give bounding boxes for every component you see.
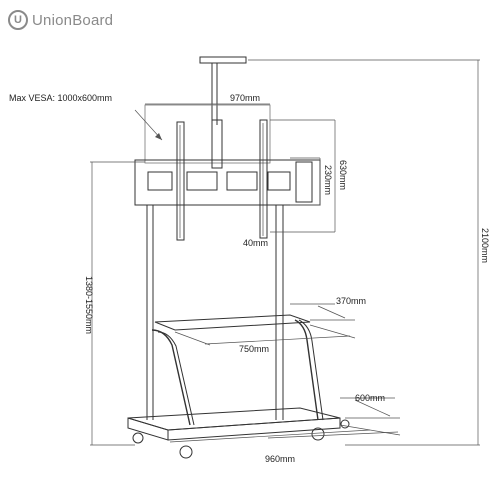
brand-name: UnionBoard bbox=[32, 11, 114, 29]
camera-shelf bbox=[199, 56, 247, 64]
vesa-label: Max VESA: 1000x600mm bbox=[9, 93, 112, 103]
bracket-rail-label: 230mm bbox=[323, 165, 333, 195]
caster-wheel-icon bbox=[132, 419, 350, 459]
shelf-width-label: 750mm bbox=[239, 344, 269, 354]
vesa-arm-left bbox=[176, 121, 185, 241]
mount-height-label: 1380-1550mm bbox=[84, 276, 94, 334]
brand-logo: U UnionBoard bbox=[8, 10, 113, 30]
bracket-height-label: 630mm bbox=[338, 160, 348, 190]
bracket-depth-label: 40mm bbox=[243, 238, 268, 248]
base-width-label: 960mm bbox=[265, 454, 295, 464]
shelf-depth-label: 370mm bbox=[336, 296, 366, 306]
unionboard-logo-icon: U bbox=[8, 10, 28, 30]
vesa-arm-right bbox=[259, 119, 268, 239]
middle-shelf bbox=[154, 314, 311, 331]
base-depth-label: 600mm bbox=[355, 393, 385, 403]
total-height-label: 2100mm bbox=[480, 228, 490, 263]
base-platform bbox=[127, 407, 341, 431]
bracket-width-label: 970mm bbox=[230, 93, 260, 103]
vesa-outline bbox=[144, 104, 271, 164]
